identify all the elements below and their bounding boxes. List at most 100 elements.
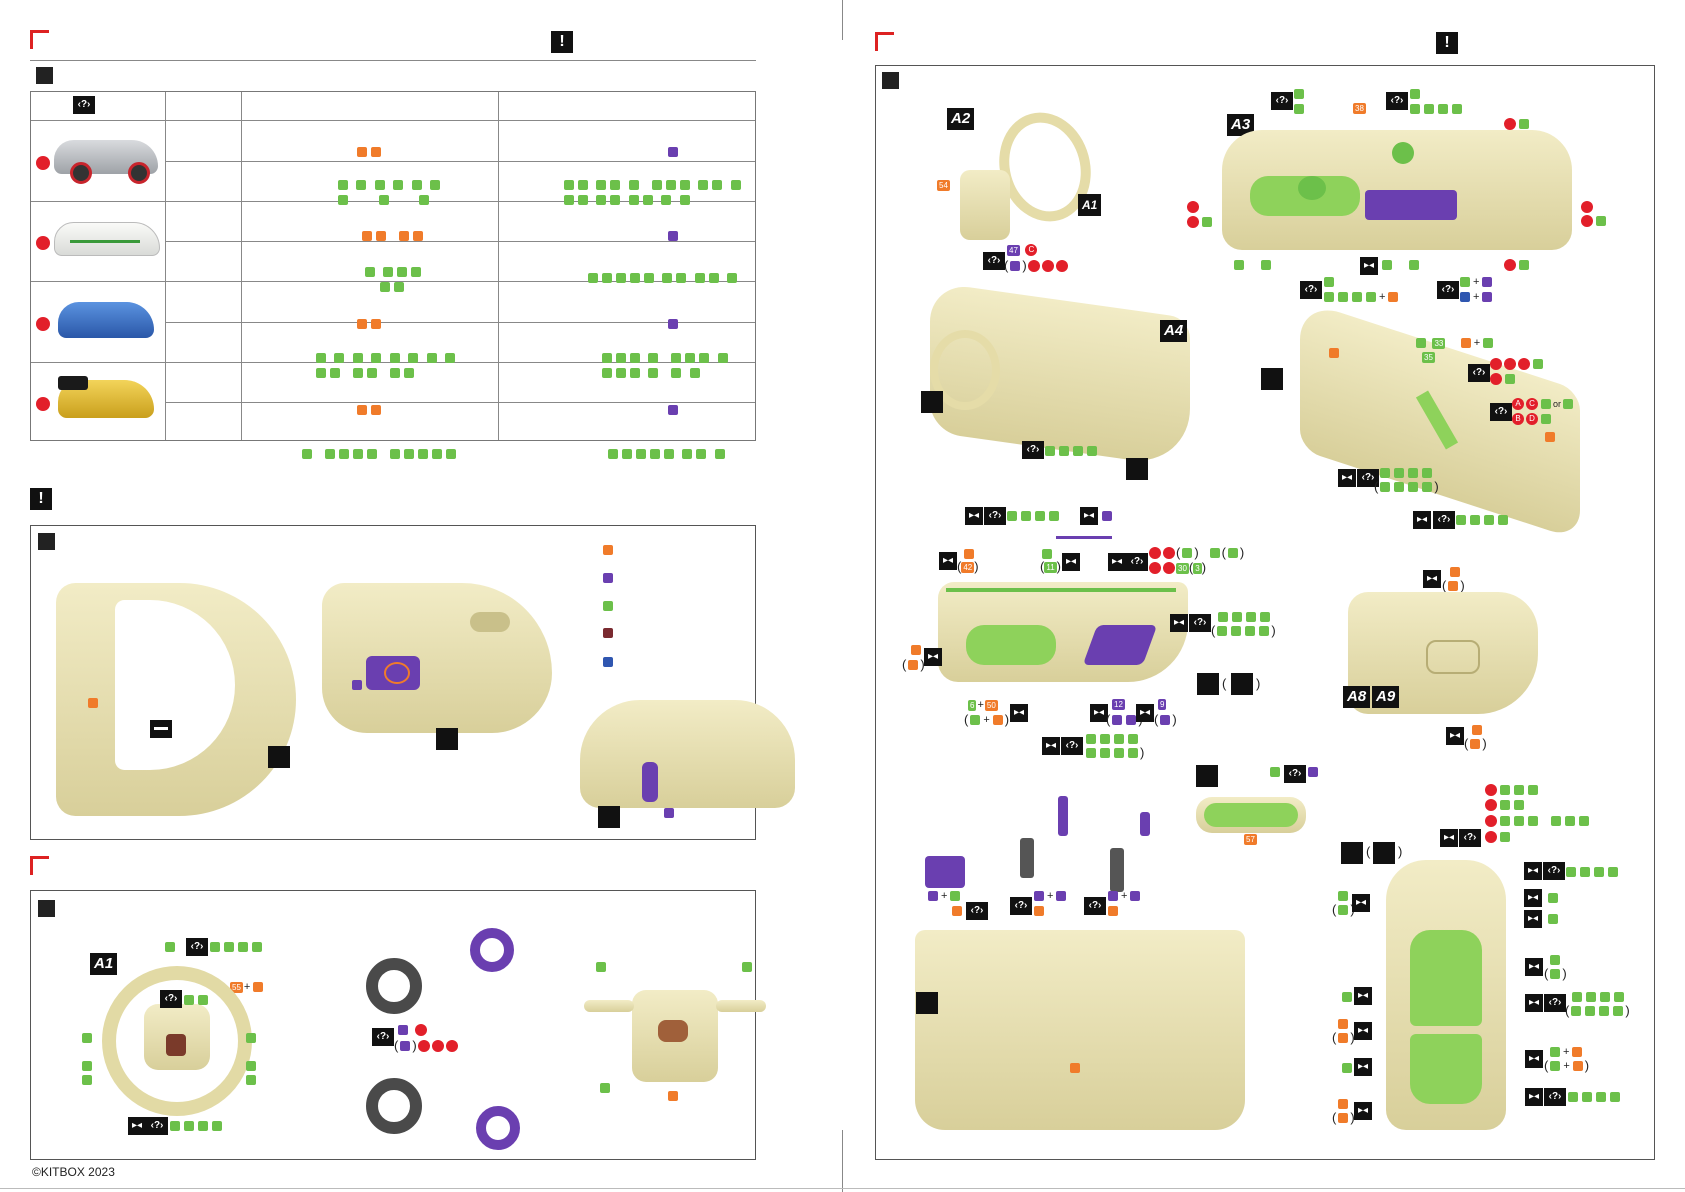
car-image bbox=[54, 222, 160, 256]
chip-row: () bbox=[1211, 623, 1276, 638]
mirror-icon: ▸◂ bbox=[1090, 704, 1108, 722]
chip-row bbox=[594, 961, 608, 973]
seat-back-green bbox=[1410, 930, 1482, 1026]
chip-row bbox=[1216, 611, 1272, 623]
chip-row bbox=[244, 1032, 258, 1044]
chip-row bbox=[1484, 831, 1512, 843]
chip-row bbox=[1484, 784, 1540, 796]
mirror-icon: ▸◂ bbox=[1352, 894, 1370, 912]
mask-tag bbox=[150, 720, 172, 738]
paint-spot bbox=[662, 804, 676, 822]
chip-row: () bbox=[394, 1039, 459, 1052]
car-select-dot[interactable] bbox=[36, 317, 50, 331]
chip-row: + bbox=[926, 890, 962, 902]
check-tag bbox=[436, 728, 458, 750]
chip-row bbox=[666, 318, 680, 330]
seat-cushion-green bbox=[1410, 1034, 1482, 1104]
paddle-arm bbox=[584, 1000, 634, 1012]
chip-row bbox=[600, 367, 702, 379]
warning-icon: ! bbox=[30, 488, 52, 510]
chip-row bbox=[1503, 259, 1531, 271]
part-number: 33 bbox=[1432, 337, 1446, 349]
chip-row bbox=[666, 404, 680, 416]
car-wheel bbox=[128, 162, 150, 184]
car-stripe bbox=[70, 240, 140, 243]
query-icon: ‹?› bbox=[1357, 469, 1379, 487]
part-label: A1 bbox=[90, 953, 118, 975]
part-number: 35 bbox=[1422, 352, 1435, 364]
paddle-decal-gray bbox=[366, 1078, 422, 1134]
step-3-panel bbox=[30, 890, 756, 1160]
chip-row bbox=[80, 1074, 94, 1086]
purple-panel bbox=[1365, 190, 1457, 220]
chip-row bbox=[1292, 88, 1306, 100]
bottom-rule bbox=[0, 1188, 1685, 1189]
car-select-dot[interactable] bbox=[36, 156, 50, 170]
mirror-icon: ▸◂ bbox=[1524, 889, 1542, 907]
part-label: A8 bbox=[1343, 686, 1371, 708]
chip-row bbox=[80, 1060, 94, 1072]
mirror-glass bbox=[1204, 803, 1298, 827]
chip-row: () bbox=[1332, 1110, 1355, 1125]
rear-detail-view bbox=[322, 583, 552, 733]
mirror-icon: ▸◂ bbox=[1525, 994, 1543, 1012]
sub-assembly-marker bbox=[1231, 673, 1253, 695]
chip-row bbox=[1543, 431, 1557, 443]
rear-vent bbox=[470, 612, 510, 632]
chip-row bbox=[600, 352, 730, 364]
query-icon: ‹?› bbox=[1126, 553, 1148, 571]
chip-row bbox=[1454, 514, 1510, 526]
chip-row: + bbox=[1032, 890, 1068, 902]
chip-row: (42) bbox=[957, 559, 979, 574]
query-icon: ‹?› bbox=[160, 990, 182, 1008]
chip-row: + bbox=[1458, 291, 1494, 303]
chip-row bbox=[336, 194, 431, 206]
query-icon: ‹?› bbox=[146, 1117, 168, 1135]
step-2-marker bbox=[38, 533, 55, 550]
center-vent bbox=[1392, 142, 1414, 164]
chip-row bbox=[396, 1024, 428, 1036]
query-icon: ‹?› bbox=[186, 938, 208, 956]
chip-row bbox=[1340, 991, 1354, 1003]
car-select-dot[interactable] bbox=[36, 397, 50, 411]
chip-row bbox=[740, 961, 754, 973]
chip-row bbox=[208, 941, 264, 953]
chip-row bbox=[1380, 259, 1421, 271]
fold-line bbox=[842, 1130, 843, 1192]
chip-row: ( bbox=[1366, 844, 1371, 859]
mirror-icon: ▸◂ bbox=[1080, 507, 1098, 525]
chip-row: (+) bbox=[1544, 1058, 1590, 1073]
car-select-dot[interactable] bbox=[36, 236, 50, 250]
chip-row bbox=[244, 1060, 258, 1072]
chip-row bbox=[360, 230, 425, 242]
chip-row bbox=[1484, 799, 1526, 811]
query-icon: ‹?› bbox=[1490, 403, 1512, 421]
chip-row bbox=[666, 146, 680, 158]
part-number: 6 bbox=[968, 699, 977, 711]
side-panel-handle bbox=[1426, 640, 1480, 674]
legend-green bbox=[601, 600, 615, 612]
chip-row bbox=[1378, 467, 1434, 479]
corner-mark bbox=[30, 856, 49, 875]
green-dial bbox=[1298, 176, 1326, 200]
sub-assembly-marker bbox=[916, 992, 938, 1014]
mirror-icon: ▸◂ bbox=[1423, 570, 1441, 588]
chip-row: 35 bbox=[1422, 352, 1435, 364]
part-number: 11 bbox=[1044, 561, 1057, 573]
chip-row bbox=[300, 448, 458, 460]
corner-mark bbox=[30, 30, 49, 49]
query-icon: ‹?› bbox=[73, 96, 95, 114]
chip-row bbox=[1292, 103, 1306, 115]
part-number: 42 bbox=[961, 561, 975, 573]
chip-row bbox=[355, 318, 383, 330]
chip-row: 30(3) bbox=[1148, 561, 1206, 574]
part-number: 12 bbox=[1112, 699, 1125, 711]
part-number: 55 bbox=[230, 981, 243, 993]
chip-row bbox=[1268, 766, 1282, 778]
chip-row: () bbox=[1464, 736, 1487, 751]
car-wing bbox=[58, 376, 88, 390]
part-label: A9 bbox=[1372, 686, 1400, 708]
chip-row: ) bbox=[1256, 676, 1261, 691]
